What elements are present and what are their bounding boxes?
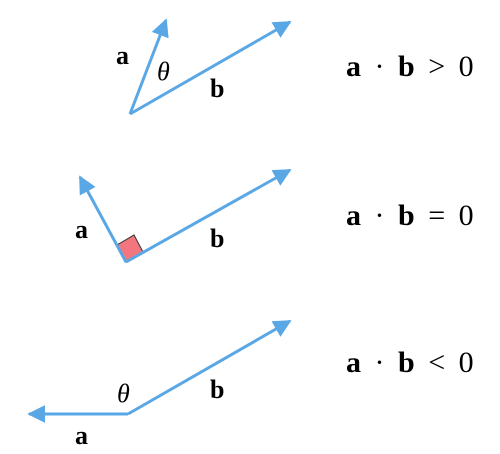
- vector-a-label: a: [116, 41, 129, 70]
- relation-value: 0: [459, 346, 474, 379]
- angle-theta-label: θ: [117, 379, 130, 408]
- vector-b-arrow: [125, 168, 292, 264]
- relation-value: 0: [459, 50, 474, 83]
- vector-a-arrow: [78, 175, 128, 263]
- relation-dot: ·: [375, 199, 385, 232]
- relation-dot: ·: [375, 346, 385, 379]
- relation-right-operand: b: [398, 199, 415, 232]
- vector-b-label: b: [210, 224, 224, 253]
- relation-left-operand: a: [346, 346, 361, 379]
- angle-theta-label: θ: [157, 57, 170, 86]
- relation-left-operand: a: [346, 199, 361, 232]
- panel-negative: θ b a a · b < 0: [27, 319, 474, 450]
- relation-positive: a · b > 0: [346, 50, 474, 83]
- vector-b-label: b: [210, 375, 224, 404]
- relation-right-operand: b: [398, 50, 415, 83]
- relation-negative: a · b < 0: [346, 346, 474, 379]
- right-angle-marker: [116, 234, 144, 263]
- vector-b-label: b: [210, 74, 224, 103]
- vector-b-arrow: [129, 20, 292, 116]
- vector-a-label: a: [75, 215, 88, 244]
- relation-operator: <: [428, 346, 445, 379]
- relation-operator: =: [428, 199, 445, 232]
- panel-positive: a θ b a · b > 0: [116, 18, 474, 116]
- vector-a-label: a: [75, 421, 88, 450]
- vector-a-arrow: [128, 18, 169, 115]
- relation-operator: >: [428, 50, 445, 83]
- relation-value: 0: [459, 199, 474, 232]
- relation-right-operand: b: [398, 346, 415, 379]
- panel-zero: a b a · b = 0: [75, 168, 474, 264]
- relation-left-operand: a: [346, 50, 361, 83]
- relation-zero: a · b = 0: [346, 199, 474, 232]
- vector-b-arrow: [127, 319, 292, 416]
- relation-dot: ·: [375, 50, 385, 83]
